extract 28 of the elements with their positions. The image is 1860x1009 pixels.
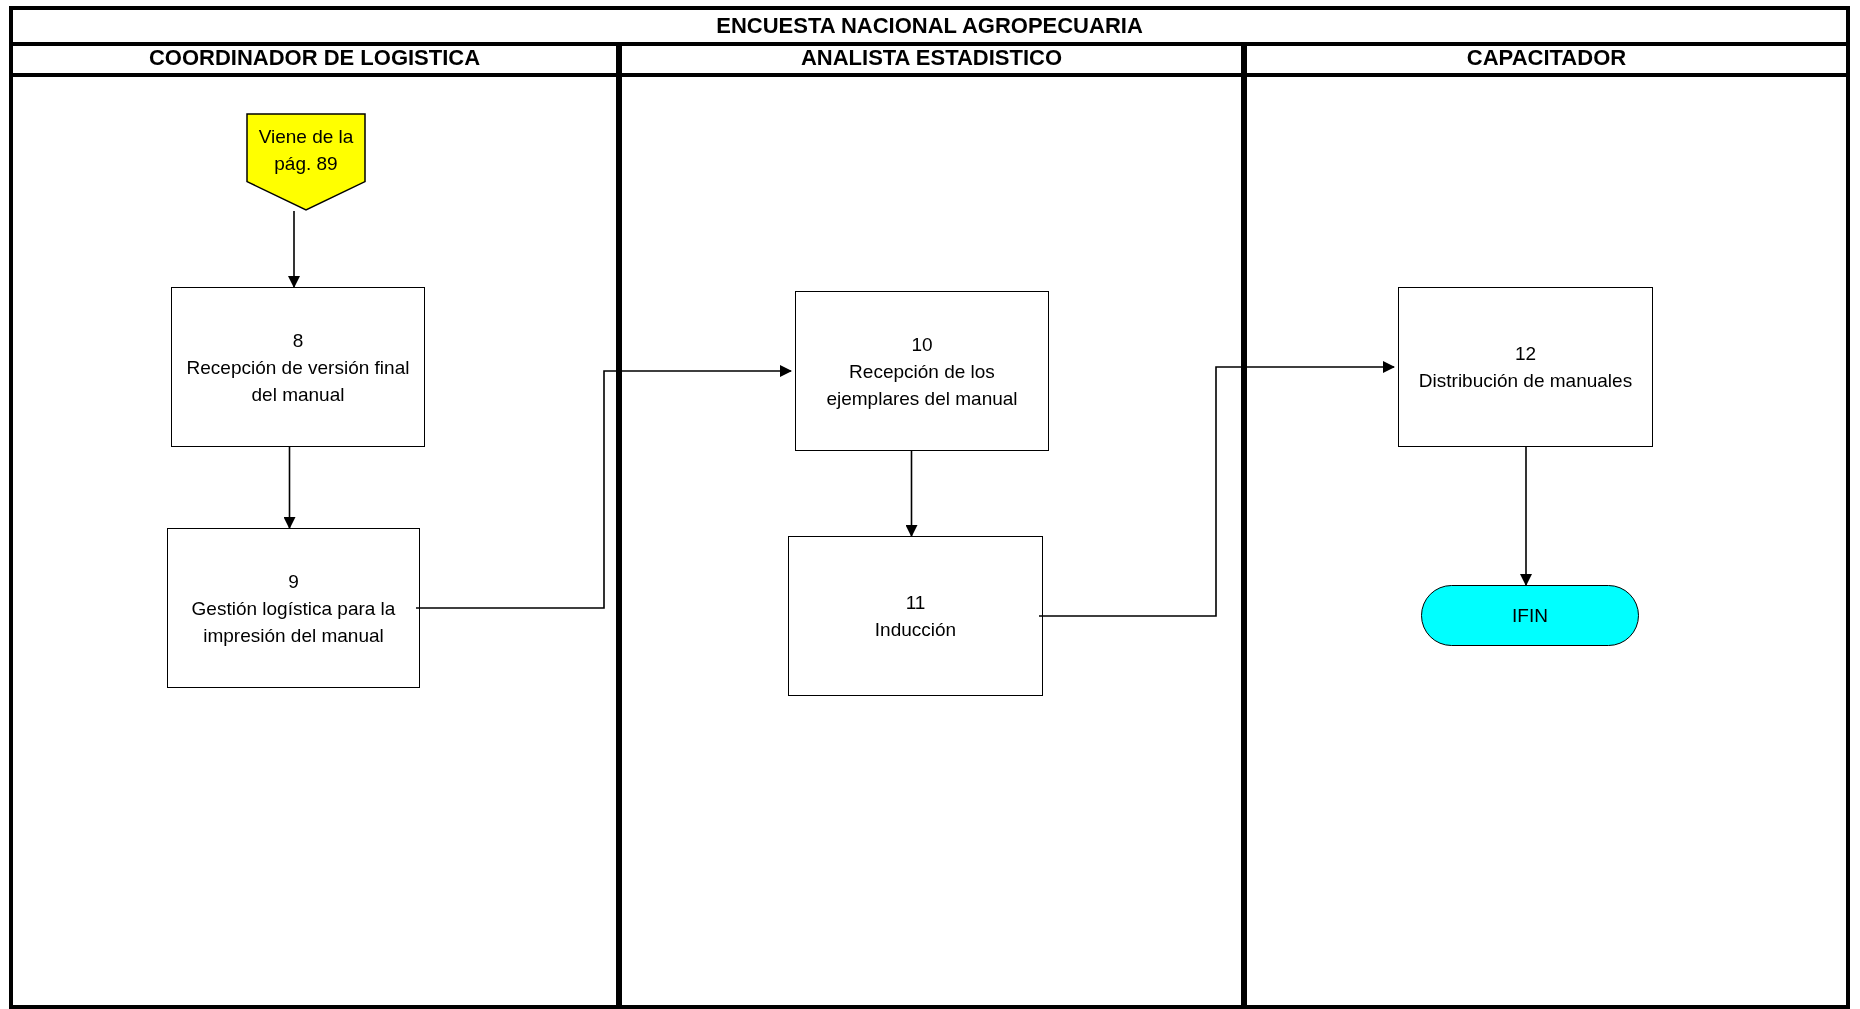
arrow [283, 446, 296, 529]
off-page-connector [246, 113, 366, 211]
step-number: 8 [292, 328, 304, 353]
lane-header: CAPACITADOR [1247, 42, 1846, 77]
lane-header: COORDINADOR DE LOGISTICA [13, 42, 616, 77]
step-number: 10 [911, 332, 933, 357]
arrow [1520, 446, 1532, 586]
step-text: Recepción de los ejemplares del manual [825, 359, 1019, 411]
arrow [905, 450, 918, 537]
step-text: Distribución de manuales [1418, 369, 1633, 393]
arrow [415, 365, 792, 609]
arrow [288, 210, 300, 288]
step-text: Inducción [874, 618, 957, 642]
step-number: 9 [288, 569, 299, 594]
process-box [788, 536, 1043, 696]
step-text: Recepción de versión final del manual [185, 355, 411, 407]
process-box [167, 528, 420, 688]
process-box [171, 287, 425, 447]
diagram-title: ENCUESTA NACIONAL AGROPECUARIA [9, 6, 1850, 46]
terminal-text: IFIN [1512, 604, 1548, 628]
step-number: 11 [905, 591, 926, 615]
step-number: 12 [1514, 342, 1537, 366]
process-box [1398, 287, 1653, 447]
connector-text: Viene de la pág. 89 [257, 125, 355, 176]
process-box [795, 291, 1049, 451]
lane-header: ANALISTA ESTADISTICO [622, 42, 1241, 77]
arrow [1038, 361, 1395, 617]
step-text: Gestión logística para la impresión del manual [190, 596, 397, 648]
